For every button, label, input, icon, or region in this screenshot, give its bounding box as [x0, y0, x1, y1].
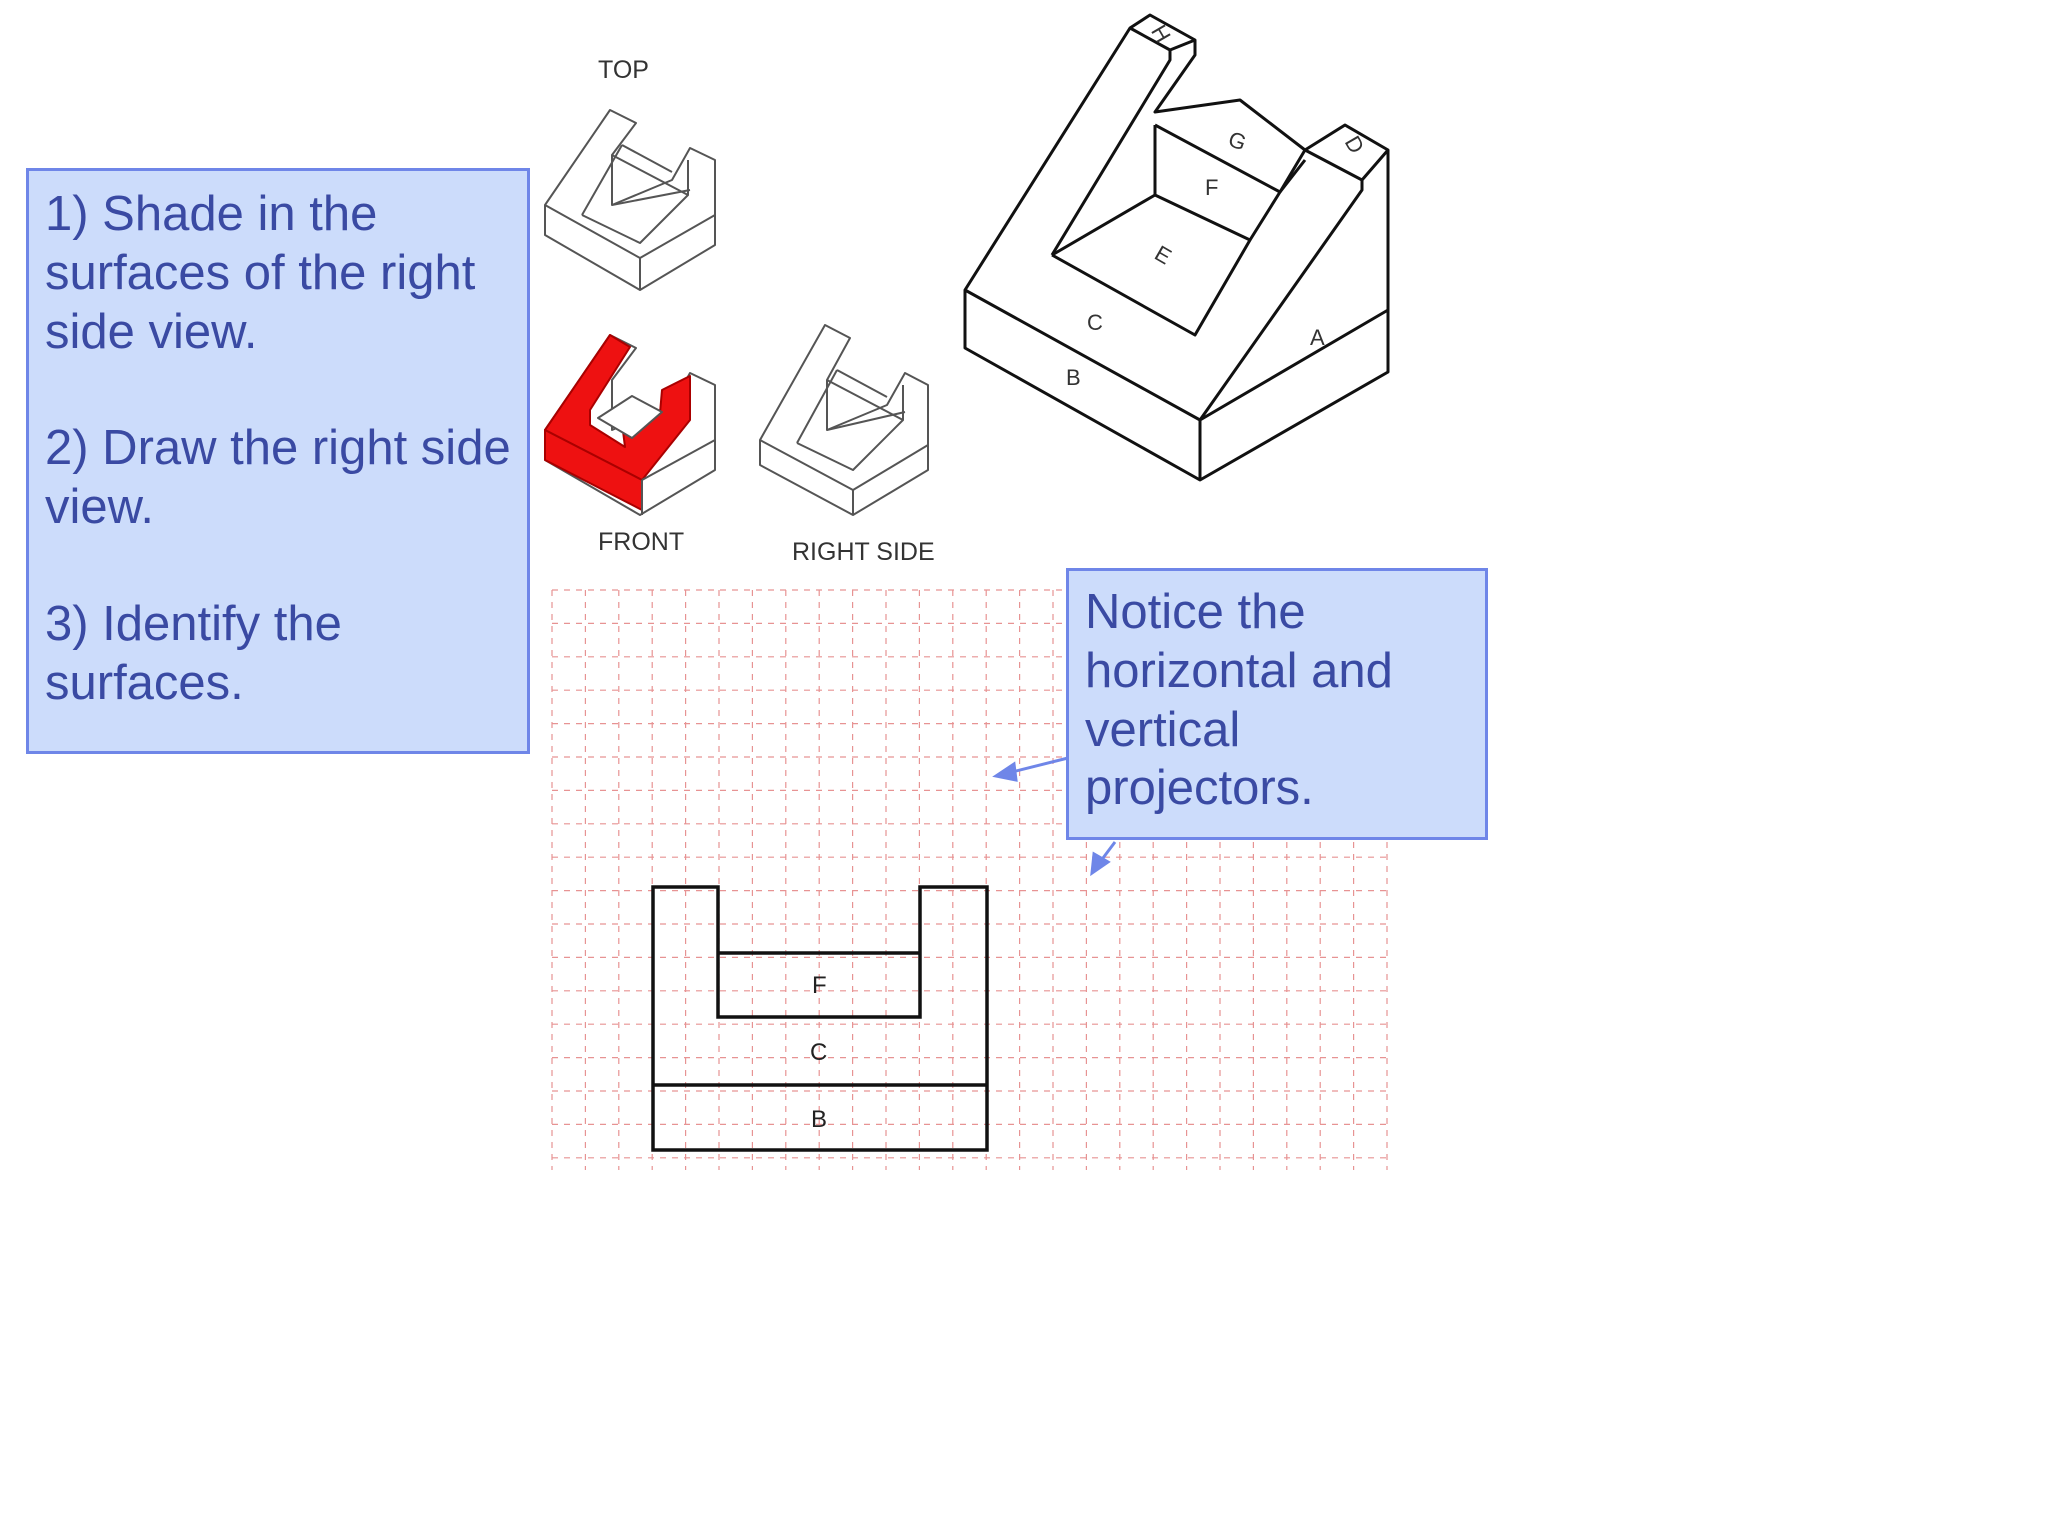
- instructions-box: 1) Shade in the surfaces of the right si…: [26, 168, 530, 754]
- large-isometric-part: [963, 13, 1390, 482]
- front-view-label: FRONT: [598, 528, 684, 556]
- drawing-label-c: C: [810, 1039, 827, 1066]
- projectors-note-text: Notice the horizontal and vertical proje…: [1085, 585, 1393, 816]
- drawing-canvas: TOP FRONT RIGHT SIDE A B C D: [544, 13, 1390, 1170]
- surface-label-a: A: [1310, 325, 1325, 350]
- slide: TOP FRONT RIGHT SIDE A B C D: [26, 13, 1488, 1170]
- drawing-label-b: B: [811, 1106, 827, 1133]
- drawing-label-f: F: [812, 972, 827, 999]
- right-side-view-label: RIGHT SIDE: [792, 538, 935, 566]
- right-side-view-thumbnail: [759, 324, 929, 516]
- top-view-label: TOP: [598, 56, 649, 84]
- front-view-thumbnail: [544, 334, 716, 516]
- instruction-step-1: 1) Shade in the surfaces of the right si…: [45, 187, 476, 359]
- top-view-thumbnail: [544, 109, 716, 291]
- instruction-step-3: 3) Identify the surfaces.: [45, 596, 342, 710]
- right-side-view-drawing: [651, 885, 989, 1152]
- instruction-step-2: 2) Draw the right side view.: [45, 421, 511, 535]
- surface-label-b: B: [1066, 365, 1081, 390]
- projectors-note-box: Notice the horizontal and vertical proje…: [1066, 568, 1488, 840]
- surface-label-f: F: [1205, 175, 1218, 200]
- projector-arrows: [992, 756, 1117, 877]
- surface-label-c: C: [1087, 310, 1103, 335]
